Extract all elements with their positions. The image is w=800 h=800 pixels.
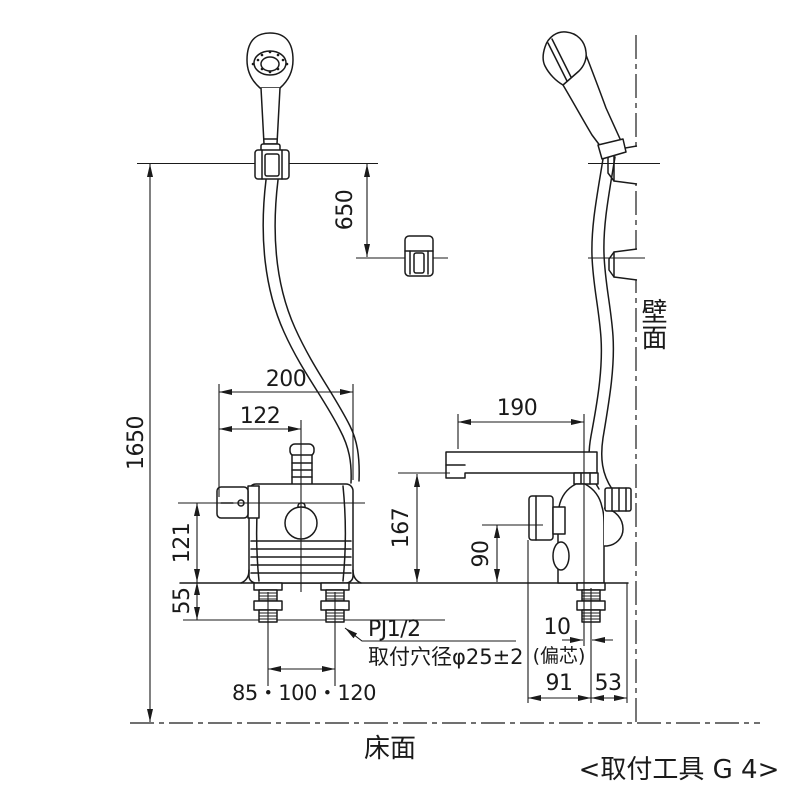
dim-side-handle-height: 90 [469,541,494,568]
front-shower-hose [262,179,360,484]
floor-label: 床面 [364,734,416,764]
dim-eccentric: 10 [544,615,571,640]
tool-note: <取付工具 G 4> [579,755,780,785]
spray-face-dots [251,50,289,74]
dim-leg-pitch: 85・100・120 [232,681,376,705]
wall-label: 壁面 [637,298,667,350]
dim-body-width: 200 [266,367,307,392]
dim-handle-height: 121 [170,523,195,564]
dim-total-height: 1650 [124,416,149,470]
side-hose-nut [604,487,632,512]
wall-bracket-front [404,235,434,277]
side-shower-head [542,31,627,160]
side-handle-knob [528,495,554,541]
note-thread: PJ1/2 [368,617,421,642]
dim-hanger-offset: 650 [333,190,358,231]
dim-center-offset: 122 [240,404,281,429]
side-faucet [445,451,632,623]
note-hole-diameter: 取付穴径φ25±2 [368,645,524,669]
side-lower-hanger [608,248,638,281]
dimension-texts: 1650 650 200 122 121 55 167 190 90 10 (偏… [124,190,622,705]
side-shower-hose [588,156,616,490]
front-faucet-body [216,443,362,623]
dim-shank-length: 55 [170,588,195,615]
dimension-lines [147,162,660,722]
side-spout [445,451,598,479]
surface-labels: 壁面 床面 <取付工具 G 4> [364,298,779,785]
dim-center-to-wall: 53 [595,671,622,696]
dim-spout-height: 167 [389,508,414,549]
dim-eccentric-note: (偏芯) [533,645,586,667]
front-shower-head [246,32,294,154]
dim-center-to-front: 91 [546,671,573,696]
front-shower-hanger [254,149,290,180]
dim-spout-length: 190 [497,396,538,421]
side-lever [552,541,570,571]
